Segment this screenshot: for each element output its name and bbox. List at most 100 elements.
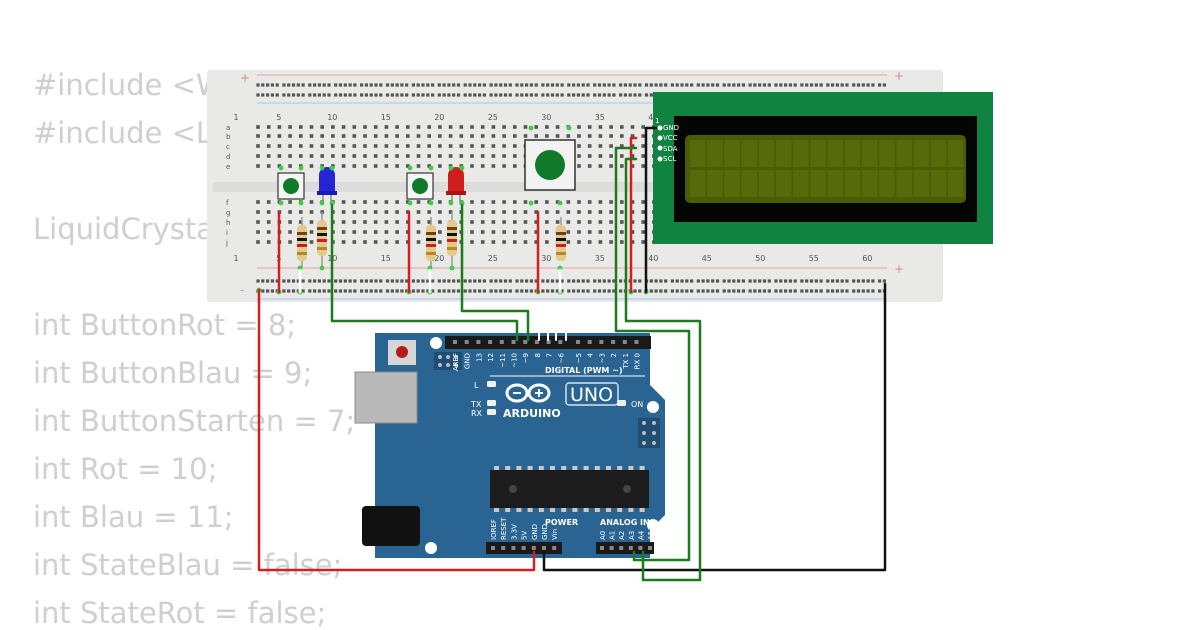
breadboard-hole <box>598 210 603 214</box>
rail-hole <box>572 289 576 293</box>
rail-hole <box>572 279 576 283</box>
rail-hole <box>515 289 519 293</box>
breadboard-hole <box>427 154 431 158</box>
push-button-red-cap[interactable] <box>412 178 428 194</box>
header-pin[interactable] <box>499 340 504 344</box>
breadboard-hole <box>384 200 389 204</box>
power-pin-label: Vin <box>551 529 559 540</box>
header-pin[interactable] <box>611 340 616 344</box>
breadboard-hole <box>416 200 421 204</box>
rail-hole <box>741 83 745 87</box>
header-pin[interactable] <box>576 340 580 344</box>
rail-hole <box>313 279 317 283</box>
rail-hole <box>555 83 559 87</box>
header-pin[interactable] <box>453 340 457 344</box>
lcd-character-cell <box>690 140 706 167</box>
breadboard-hole <box>438 200 442 204</box>
header-pin[interactable] <box>634 340 639 344</box>
breadboard-hole <box>448 210 453 214</box>
led-label-rx: RX <box>471 409 483 418</box>
rail-hole <box>690 279 694 283</box>
lcd-pin-one-label: 1 <box>655 117 659 125</box>
rail-hole <box>546 289 550 293</box>
lcd-character-cell <box>690 170 706 197</box>
header-pin[interactable] <box>521 546 526 550</box>
rail-hole <box>774 289 778 293</box>
rail-hole <box>784 83 788 87</box>
breadboard-hole <box>577 154 581 158</box>
push-button-start-cap[interactable] <box>535 150 565 180</box>
breadboard-hole <box>577 134 581 138</box>
rail-hole <box>758 83 762 87</box>
push-button-start[interactable] <box>524 139 576 191</box>
header-pin[interactable] <box>534 340 539 344</box>
rail-hole <box>452 83 456 87</box>
wire-led-blue <box>330 203 519 342</box>
rail-hole <box>374 289 378 293</box>
rail-hole <box>489 279 493 283</box>
rail-hole <box>814 279 818 283</box>
analog-pin-label: A0 <box>599 531 607 540</box>
rail-hole <box>680 83 684 87</box>
rail-hole <box>664 279 668 283</box>
header-pin[interactable] <box>600 546 604 550</box>
lcd-character-cell <box>776 170 792 197</box>
breadboard-hole <box>587 164 592 168</box>
header-pin[interactable] <box>542 546 546 550</box>
header-pin[interactable] <box>619 546 624 550</box>
breadboard-hole <box>309 230 314 234</box>
header-pin[interactable] <box>546 340 551 344</box>
reset-button-cap[interactable] <box>396 346 408 358</box>
rail-hole <box>478 93 482 97</box>
breadboard-hole <box>256 230 260 234</box>
header-pin[interactable] <box>523 340 528 344</box>
breadboard-hole <box>641 200 645 204</box>
breadboard-column-number: 25 <box>488 113 498 122</box>
pin-dot <box>427 265 433 271</box>
rail-hole <box>664 289 668 293</box>
header-pin[interactable] <box>599 340 604 344</box>
rail-hole <box>327 289 331 293</box>
header-pin[interactable] <box>491 546 495 550</box>
breadboard-hole <box>384 154 389 158</box>
header-pin[interactable] <box>552 546 557 550</box>
rail-hole <box>861 289 865 293</box>
header-pin[interactable] <box>648 546 652 550</box>
header-pin[interactable] <box>488 340 493 344</box>
rail-hole <box>338 289 343 293</box>
digital-header-pins <box>453 340 639 344</box>
rail-hole <box>353 289 357 293</box>
header-pin[interactable] <box>511 340 516 344</box>
rail-hole <box>405 279 409 283</box>
rail-hole <box>317 289 321 293</box>
header-pin[interactable] <box>558 340 563 344</box>
header-pin[interactable] <box>609 546 614 550</box>
header-pin[interactable] <box>638 546 643 550</box>
header-pin[interactable] <box>628 546 633 550</box>
rail-minus-label: - <box>240 283 244 297</box>
rail-hole <box>852 83 856 87</box>
lcd-character-cell <box>862 140 878 167</box>
breadboard-hole <box>288 200 292 204</box>
breadboard-hole <box>341 220 346 224</box>
rail-hole <box>871 279 875 283</box>
wires <box>257 126 887 582</box>
rail-hole <box>508 83 512 87</box>
rail-hole <box>779 279 783 283</box>
header-pin[interactable] <box>622 340 627 344</box>
rail-plus-label-right: + <box>894 69 904 83</box>
header-pin[interactable] <box>476 340 481 344</box>
breadboard-hole <box>406 144 410 148</box>
rail-hole <box>748 83 752 87</box>
rail-hole <box>819 289 823 293</box>
header-pin[interactable] <box>464 340 469 344</box>
rail-hole <box>567 279 571 283</box>
breadboard-hole <box>406 164 410 168</box>
header-pin[interactable] <box>587 340 592 344</box>
header-pin[interactable] <box>531 546 536 550</box>
header-pin[interactable] <box>501 546 506 550</box>
rail-hole <box>788 279 792 283</box>
lcd-character-cell <box>879 140 895 167</box>
push-button-blue-cap[interactable] <box>283 178 299 194</box>
header-pin[interactable] <box>511 546 516 550</box>
